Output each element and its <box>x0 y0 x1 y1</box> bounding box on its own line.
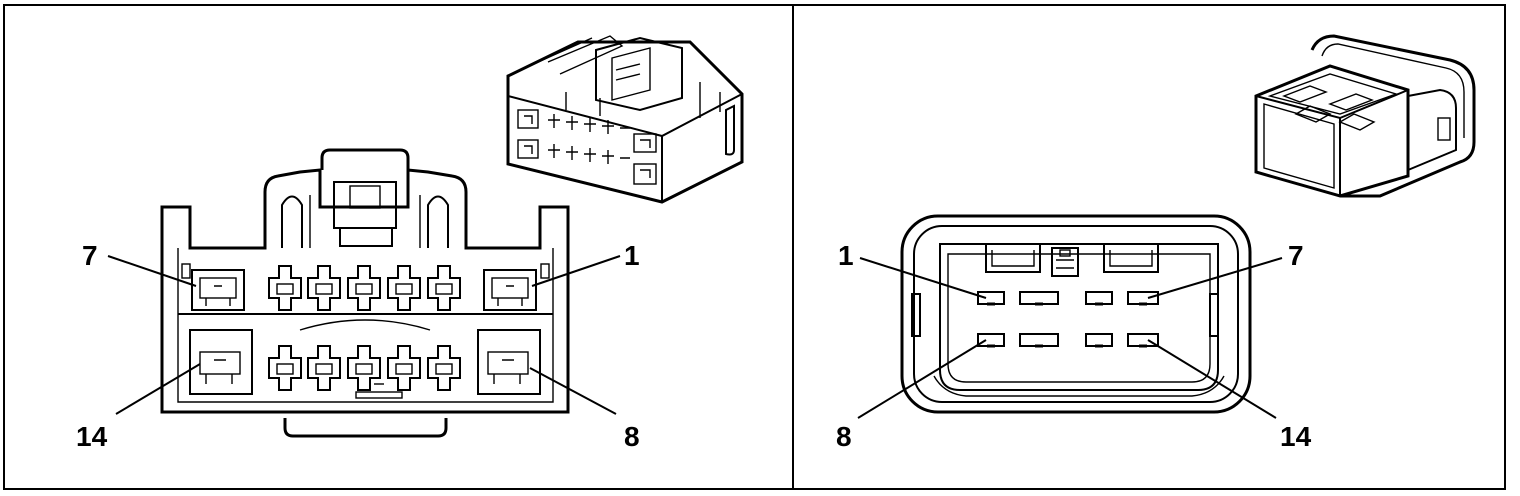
right-terminal-slot <box>1019 333 1059 347</box>
right-leader-7 <box>1147 257 1283 299</box>
right-side-grip-r <box>1209 293 1219 337</box>
left-small-cavity <box>347 345 381 391</box>
left-small-cavity <box>307 265 341 311</box>
diagram-frame <box>3 4 1506 490</box>
left-small-cavity-contact <box>276 363 294 375</box>
right-shell-inner <box>913 225 1239 403</box>
left-pin-label-7: 7 <box>82 240 98 271</box>
left-latch-arm-l <box>281 195 303 248</box>
right-outer-shell <box>900 214 1252 414</box>
left-connector-isometric-view <box>506 35 744 204</box>
right-side-grip-l <box>911 293 921 337</box>
left-inner-wall <box>177 248 554 403</box>
left-cavity-7 <box>191 269 245 311</box>
left-small-cavity-contact <box>315 283 333 295</box>
left-latch-window <box>349 185 381 209</box>
left-pin-label-14: 14 <box>76 421 108 452</box>
left-center-arc <box>299 319 431 331</box>
left-small-cavity <box>347 265 381 311</box>
left-connector-body <box>160 168 570 414</box>
right-terminal-slots <box>977 291 1159 348</box>
right-leader-14 <box>1147 339 1277 419</box>
left-pin-label-8: 8 <box>624 421 640 452</box>
right-terminal-slot <box>1019 291 1059 305</box>
right-latch <box>1051 247 1079 277</box>
right-lower-lip <box>933 375 1225 397</box>
right-terminal-slot <box>1085 333 1113 347</box>
left-bottom-slot <box>355 391 403 399</box>
left-small-cavity <box>268 265 302 311</box>
left-small-cavity-contact <box>435 363 453 375</box>
left-small-cavity-contact <box>395 283 413 295</box>
right-terminal-slot <box>1127 291 1159 305</box>
left-small-cavity <box>427 345 461 391</box>
left-cavity-8 <box>477 329 541 395</box>
left-cavity-1 <box>483 269 537 311</box>
left-small-cavity <box>387 345 421 391</box>
left-small-cavity-contact <box>276 283 294 295</box>
right-terminal-slot <box>977 333 1005 347</box>
left-latch-block <box>333 181 397 229</box>
left-latch-arm-r <box>427 195 449 248</box>
left-small-cavity-contact <box>395 363 413 375</box>
left-small-cavity-contact <box>435 283 453 295</box>
left-small-cavity-contact <box>355 283 373 295</box>
right-pin-label-8: 8 <box>836 421 852 452</box>
right-keyway-r <box>1103 244 1159 273</box>
left-small-cavity <box>427 265 461 311</box>
left-leader-7 <box>107 255 197 287</box>
left-small-cavity <box>268 345 302 391</box>
right-cavity-wall <box>939 243 1219 391</box>
left-small-cavity <box>307 345 341 391</box>
right-pin-label-14: 14 <box>1280 421 1312 452</box>
right-pin-label-1: 1 <box>838 240 854 271</box>
left-bottom-tab <box>283 418 448 438</box>
left-small-cavities <box>268 265 461 391</box>
right-keyway-l <box>985 244 1041 273</box>
left-leader-8 <box>529 367 617 415</box>
left-latch-cap <box>320 148 410 170</box>
right-connector-face-view: 1 7 8 14 <box>836 214 1312 452</box>
right-connector-isometric-view <box>1254 34 1476 198</box>
left-ear-r <box>540 263 550 279</box>
left-cavity-14 <box>189 329 253 395</box>
left-small-cavity-contact <box>355 363 373 375</box>
left-small-cavity <box>387 265 421 311</box>
right-cavity-inner <box>947 253 1211 383</box>
left-pin-label-1: 1 <box>624 240 640 271</box>
right-leader-1 <box>859 257 987 299</box>
left-latch-foot <box>339 228 393 247</box>
left-ear-l <box>181 263 191 279</box>
left-small-cavity-contact <box>315 363 333 375</box>
right-leader-8 <box>857 339 987 419</box>
left-leader-1 <box>531 255 621 287</box>
right-pin-label-7: 7 <box>1288 240 1304 271</box>
left-connector-face-view: 7 1 14 8 <box>76 148 640 452</box>
left-leader-14 <box>115 363 201 415</box>
right-terminal-slot <box>1085 291 1113 305</box>
right-terminal-slot <box>977 291 1005 305</box>
